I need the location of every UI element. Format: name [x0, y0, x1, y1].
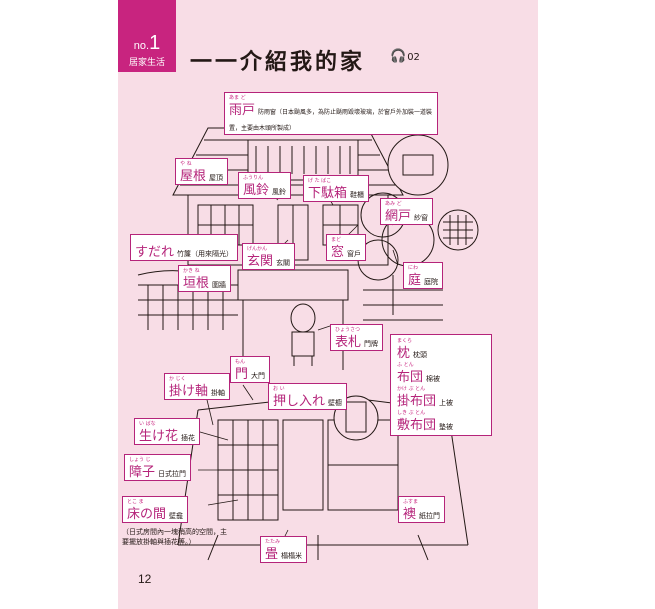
label-kakine: かき ね垣根圍牆: [178, 265, 232, 292]
window-inset: [387, 134, 449, 196]
bedding-item: しき ぶ とん敷布団墊被: [397, 410, 454, 433]
label-yane: や ね屋根屋頂: [175, 158, 229, 185]
section-name: 居家生活: [128, 58, 165, 68]
netdoor-inset: [437, 209, 479, 251]
label-mado: まど窓窗戶: [326, 234, 367, 261]
label-hyousatsu: ひょうさつ表札門牌: [330, 324, 384, 351]
label-mon: もん門大門: [230, 356, 271, 383]
bedding-list: まくら枕枕頭 ふ とん布団棉被 かけ ぶ とん掛布団上被 しき ぶ とん敷布団墊…: [390, 334, 492, 436]
label-tokonoma: とこ ま床の間壁龕: [122, 496, 189, 523]
label-amado: あま ど 雨戸防雨窗（日本颱風多，為防止颳雨毀壞玻璃，於窗戶外加裝一道裝置，主要…: [224, 92, 438, 135]
label-amido: あみ ど網戸紗窗: [380, 198, 434, 225]
label-getabako: げ た ばこ下駄箱鞋櫃: [303, 175, 370, 202]
book-page: no.1 居家生活 一一介紹我的家 🎧02: [118, 0, 538, 609]
label-shouji: しょう じ障子日式拉門: [124, 454, 192, 481]
label-fuurin: ふうりん風鈴風鈴: [238, 172, 292, 199]
label-genkan: げんかん玄関玄關: [242, 243, 296, 270]
label-sudare: すだれ竹簾（用來隔光）: [130, 234, 239, 261]
dog-drawing: [290, 303, 316, 366]
page-title: 一一介紹我的家: [190, 50, 366, 75]
page-number: 12: [138, 572, 152, 586]
label-niwa: にわ庭庭院: [403, 262, 444, 289]
tokonoma-note: （日式房間內一塊稍高的空間，主要擺放掛軸與插花等。）: [122, 528, 227, 546]
label-tatami: たたみ畳榻榻米: [260, 536, 308, 563]
bedding-item: まくら枕枕頭: [397, 338, 428, 361]
label-fusuma: ふすま襖紙拉門: [398, 496, 446, 523]
label-oshiire: お い押し入れ壁櫥: [268, 383, 348, 410]
bedding-item: ふ とん布団棉被: [397, 362, 441, 385]
audio-track[interactable]: 🎧02: [390, 49, 420, 64]
lesson-number: no.1: [133, 32, 161, 54]
headphone-icon: 🎧: [390, 49, 407, 64]
section-tab: no.1 居家生活: [118, 0, 176, 72]
label-ikebana: い ばな生け花插花: [134, 418, 201, 445]
label-kakejiku: か じく掛け軸掛軸: [164, 373, 231, 400]
bedding-item: かけ ぶ とん掛布団上被: [397, 386, 454, 409]
